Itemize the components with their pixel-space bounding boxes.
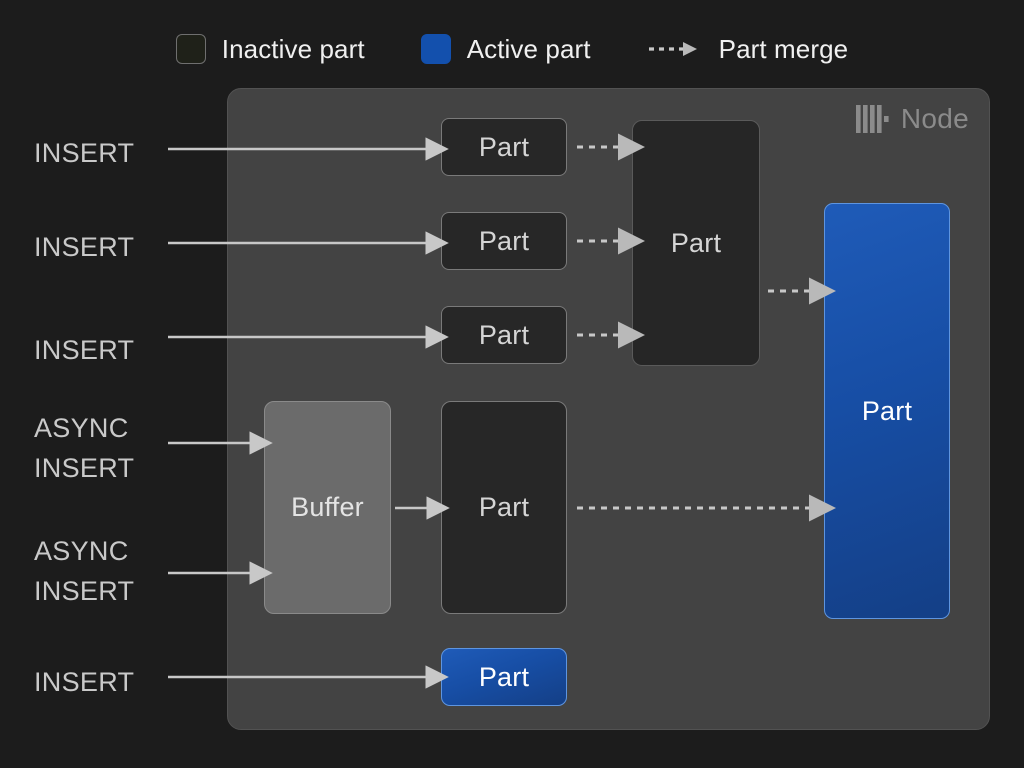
inactive-part-swatch-icon [175,34,206,64]
input-label-async-insert-1: ASYNC INSERT [34,413,135,483]
part-box-small-1[interactable]: Part [441,118,567,176]
part-box-small-3[interactable]: Part [441,306,567,364]
legend-item-part-merge: Part merge [647,34,849,65]
input-label-insert-2: INSERT [34,232,135,262]
part-box-merged[interactable]: Part [632,120,760,366]
part-box-from-buffer[interactable]: Part [441,401,567,614]
buffer-box[interactable]: Buffer [264,401,391,614]
input-label-insert-1: INSERT [34,138,135,168]
node-title-group: Node [855,103,969,135]
part-box-small-2[interactable]: Part [441,212,567,270]
node-title: Node [900,103,969,134]
dashed-arrow-glyph-icon [648,42,697,56]
part-box-active-main[interactable]: Part [824,203,950,619]
active-part-swatch-icon [420,34,451,64]
legend: Inactive part Active part Part merge [0,26,1024,72]
input-label-async-insert-2: ASYNC INSERT [34,536,135,606]
legend-label-part-merge: Part merge [718,33,849,64]
input-label-insert-3: INSERT [34,335,135,365]
legend-label-inactive-part: Inactive part [221,33,365,64]
clickhouse-logo-icon [855,105,889,133]
input-label-insert-4: INSERT [34,667,135,697]
part-box-active-bottom[interactable]: Part [441,648,567,706]
legend-item-inactive-part: Inactive part [175,33,365,65]
legend-item-active-part: Active part [420,33,591,65]
legend-label-active-part: Active part [466,33,591,64]
